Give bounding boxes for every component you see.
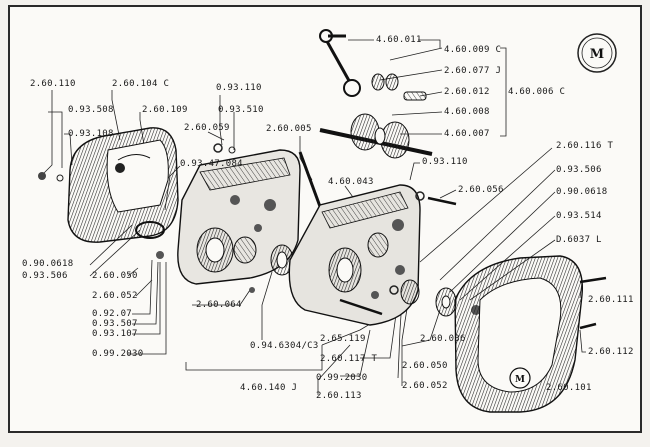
part-label: 0.93.506: [556, 165, 602, 175]
left-crankcase-half: [177, 149, 301, 285]
bolt-icon: [339, 298, 383, 316]
washer-icon: [56, 174, 64, 182]
part-label: 0.93.506: [22, 271, 68, 281]
part-label: 2.60.052: [92, 291, 138, 301]
part-label: 4.60.008: [444, 107, 490, 117]
part-label: 0.93.108: [68, 129, 114, 139]
connecting-rod: [319, 29, 361, 97]
part-label: 0.90.0618: [22, 259, 74, 269]
seal-ring-icon: [135, 221, 165, 239]
part-label: 0.93.508: [68, 105, 114, 115]
nut-icon: [156, 251, 164, 259]
part-label: 2.60.110: [30, 79, 76, 89]
part-label: 2.60.052: [402, 381, 448, 391]
bearing-icon: [400, 279, 420, 305]
part-label: 2.60.117 T: [320, 354, 378, 364]
leader-lines: [41, 39, 586, 395]
part-label: 2.60.111: [588, 295, 634, 305]
part-label: 0.93.47.084: [180, 159, 243, 169]
right-cover: M: [454, 255, 584, 413]
screw-icon: [38, 172, 46, 180]
bolt-icon: [249, 287, 255, 293]
left-cover: [67, 127, 179, 243]
needle-bearing-icon: [371, 73, 385, 91]
part-label: 2.60.064: [196, 300, 242, 310]
part-label: 0.94.6304/C3: [250, 341, 319, 351]
washer-icon: [213, 143, 223, 153]
washer-icon: [228, 146, 236, 154]
part-label: 0.90.0618: [556, 187, 608, 197]
part-label: 2.60.104 C: [112, 79, 170, 89]
crankshaft-assembly: [319, 113, 433, 159]
part-label: 2.60.109: [142, 105, 188, 115]
svg-text:M: M: [590, 47, 604, 62]
part-label: 4.60.011: [376, 35, 422, 45]
right-crankcase-half: [288, 184, 421, 326]
part-label: 2.60.012: [444, 87, 490, 97]
part-label: 4.60.007: [444, 129, 490, 139]
stud-icon: [298, 151, 324, 213]
washer-icon: [415, 191, 425, 201]
part-label: 0.93.107: [92, 329, 138, 339]
part-label: 4.60.006 C: [508, 87, 566, 97]
part-label: 0.93.514: [556, 211, 602, 221]
washer-icon: [389, 285, 399, 295]
part-label: D.6037 L: [556, 235, 602, 245]
part-label: 0.93.110: [216, 83, 262, 93]
screw-icon: [427, 196, 457, 206]
screw-icon: [579, 276, 607, 284]
part-label: 2.60.116 T: [556, 141, 614, 151]
part-label: 2.60.056: [458, 185, 504, 195]
part-label: 2.60.036: [420, 334, 466, 344]
part-label: 2.60.113: [316, 391, 362, 401]
svg-text:M: M: [515, 375, 525, 385]
part-label: 2.60.077 J: [444, 66, 502, 76]
part-label: 2.60.050: [92, 271, 138, 281]
screw-icon: [579, 322, 597, 330]
part-label: 2.60.112: [588, 347, 634, 357]
part-label: 0.99.2030: [92, 349, 144, 359]
part-label: 2.60.050: [402, 361, 448, 371]
logo-icon: M: [577, 33, 617, 73]
part-label: 0.93.507: [92, 319, 138, 329]
crank-pin-icon: [403, 91, 427, 101]
part-label: 0.92.07: [92, 309, 133, 319]
part-label: 0.93.510: [218, 105, 264, 115]
part-label: 4.60.140 J: [240, 383, 298, 393]
part-label: 2.60.059: [184, 123, 230, 133]
part-label: 0.99.2030: [316, 373, 368, 383]
part-label: 4.60.009 C: [444, 45, 502, 55]
part-label: 4.60.043: [328, 177, 374, 187]
part-label: 2.60.101: [546, 383, 592, 393]
part-label: 2.65.119: [320, 334, 366, 344]
part-label: 2.60.005: [266, 124, 312, 134]
part-label: 0.93.110: [422, 157, 468, 167]
